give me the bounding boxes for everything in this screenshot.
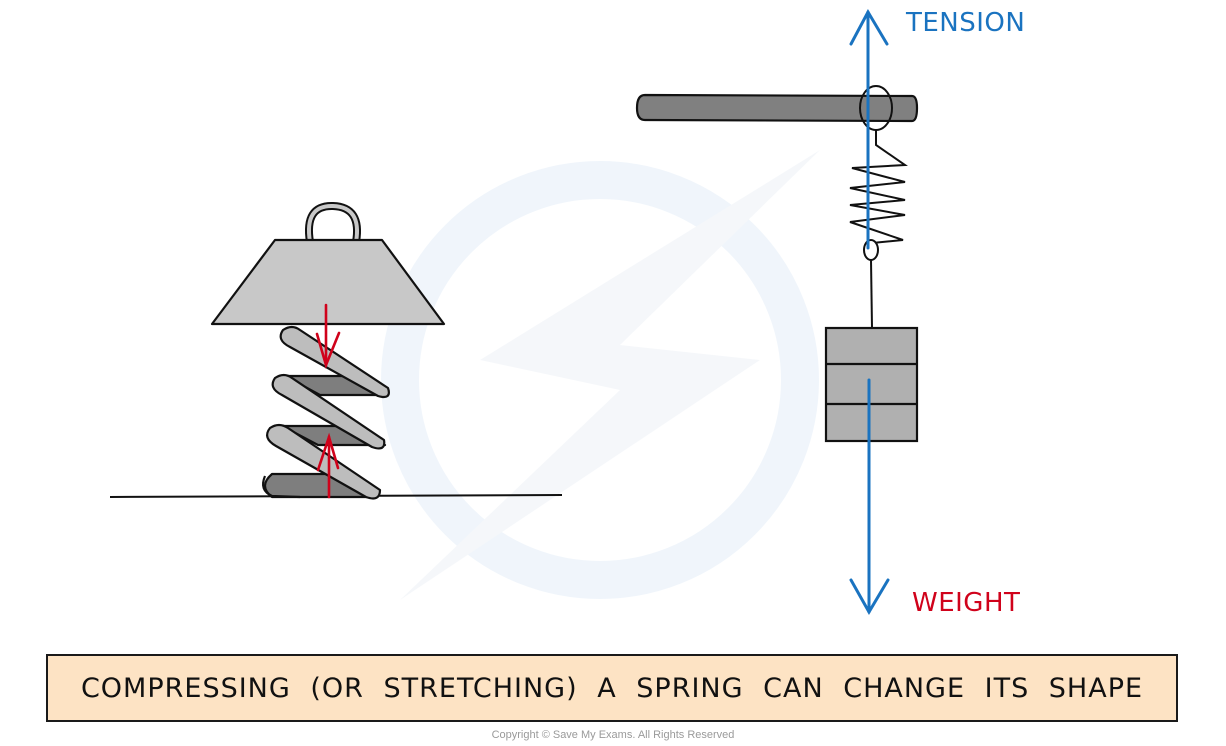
hanging-string <box>870 259 873 329</box>
tension-setup <box>635 8 919 615</box>
hanging-mass <box>824 326 919 443</box>
tension-label: TENSION <box>906 8 1026 38</box>
hanging-spring <box>849 130 908 244</box>
upward-force-arrow <box>316 432 340 499</box>
tension-arrow <box>849 8 889 250</box>
force-arrows-compression <box>315 303 341 499</box>
caption-text: COMPRESSING (OR STRETCHING) A SPRING CAN… <box>80 672 1144 704</box>
downward-force-arrow <box>315 303 341 369</box>
weight-label: WEIGHT <box>912 588 1021 618</box>
copyright-notice: Copyright © Save My Exams. All Rights Re… <box>491 729 735 741</box>
compression-setup <box>109 202 563 500</box>
spring-end-loop <box>863 239 879 261</box>
support-bar <box>635 93 919 123</box>
weight-block <box>210 202 446 326</box>
watermark-logo <box>381 150 820 600</box>
compressed-spring <box>262 325 390 500</box>
caption-box: COMPRESSING (OR STRETCHING) A SPRING CAN… <box>46 654 1178 722</box>
weight-arrow <box>849 378 890 615</box>
